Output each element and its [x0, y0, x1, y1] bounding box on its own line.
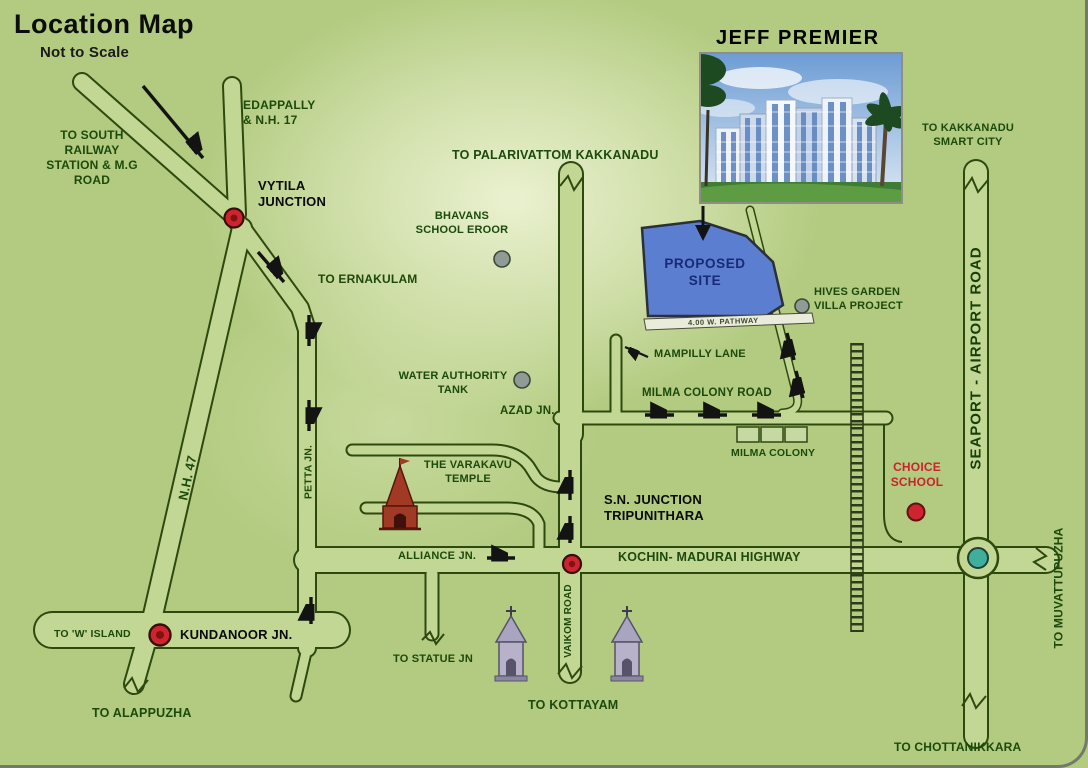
block-edge [883, 424, 903, 543]
label-to-chottanikkara: TO CHOTTANIKKARA [894, 740, 1022, 754]
label-milma-colony-road: MILMA COLONY ROAD [642, 387, 772, 399]
label-to-ernakulam: TO ERNAKULAM [318, 272, 418, 286]
temple-icon [379, 458, 421, 531]
label-petta-jn: PETTA JN. [302, 444, 315, 500]
church-icon-east [610, 606, 644, 682]
label-mampilly-lane: MAMPILLY LANE [654, 348, 746, 360]
label-to-kottayam: TO KOTTAYAM [528, 698, 619, 712]
label-milma-colony: MILMA COLONY [731, 447, 816, 459]
roundabout [956, 536, 1000, 580]
label-kundanoor-jn: KUNDANOOR JN. [180, 627, 293, 642]
choice-school-dot [906, 502, 926, 522]
page-title: Location Map [14, 9, 194, 39]
label-alliance-jn: ALLIANCE JN. [398, 550, 477, 562]
label-seaport-road: SEAPORT - AIRPORT ROAD [967, 246, 985, 470]
project-title: JEFF PREMIER [716, 27, 880, 49]
map-subtitle: Not to Scale [40, 44, 130, 61]
hives-garden-dot [794, 298, 810, 314]
label-azad-jn: AZAD JN. [500, 405, 555, 417]
label-edappally: EDAPPALLY & N.H. 17 [243, 98, 316, 127]
roads-fill [35, 74, 1058, 747]
jeff-premier-photo [695, 52, 903, 241]
label-water-authority: WATER AUTHORITY TANK [398, 370, 508, 396]
label-to-statue-jn: TO STATUE JN [393, 653, 474, 665]
label-vaikom-road: VAIKOM ROAD [562, 584, 574, 658]
label-sn-junction: S.N. JUNCTION TRIPUNITHARA [604, 492, 704, 524]
label-to-alappuzha: TO ALAPPUZHA [92, 706, 192, 720]
junction-marker-sn [561, 553, 583, 575]
pathway-strip [643, 312, 815, 331]
label-to-w-island: TO 'W' ISLAND [54, 628, 131, 640]
junction-marker-vytila [223, 207, 245, 229]
label-proposed-site: PROPOSED SITE [664, 256, 746, 288]
label-to-palarivattom: TO PALARIVATTOM KAKKANADU [452, 148, 659, 162]
junction-marker-kundanoor [148, 623, 172, 647]
bhavans-school-dot [493, 250, 511, 268]
railway-track [850, 343, 864, 632]
label-choice-school: CHOICE SCHOOL [890, 460, 944, 489]
direction-arrows [141, 84, 803, 624]
label-to-kakkanadu: TO KAKKANADU SMART CITY [921, 122, 1015, 148]
church-icon-west [494, 606, 528, 682]
site-pointer-arrow [695, 225, 711, 241]
label-varakavu-temple: THE VARAKAVU TEMPLE [423, 459, 513, 485]
water-tank-dot [513, 371, 531, 389]
label-bhavans-school: BHAVANS SCHOOL EROOR [415, 210, 509, 236]
label-vytila-junction: VYTILA JUNCTION [258, 178, 327, 210]
road-break-marks [123, 174, 1048, 710]
milma-colony-houses [736, 426, 808, 443]
label-kochin-highway: KOCHIN- MADURAI HIGHWAY [618, 550, 801, 564]
label-to-muvattupuzha: TO MUVATTUPUZHA [1051, 527, 1066, 649]
label-to-south-railway: TO SOUTH RAILWAY STATION & M.G ROAD [46, 128, 138, 187]
proposed-site-polygon [640, 219, 815, 331]
label-hives-garden: HIVES GARDEN VILLA PROJECT [814, 286, 903, 312]
